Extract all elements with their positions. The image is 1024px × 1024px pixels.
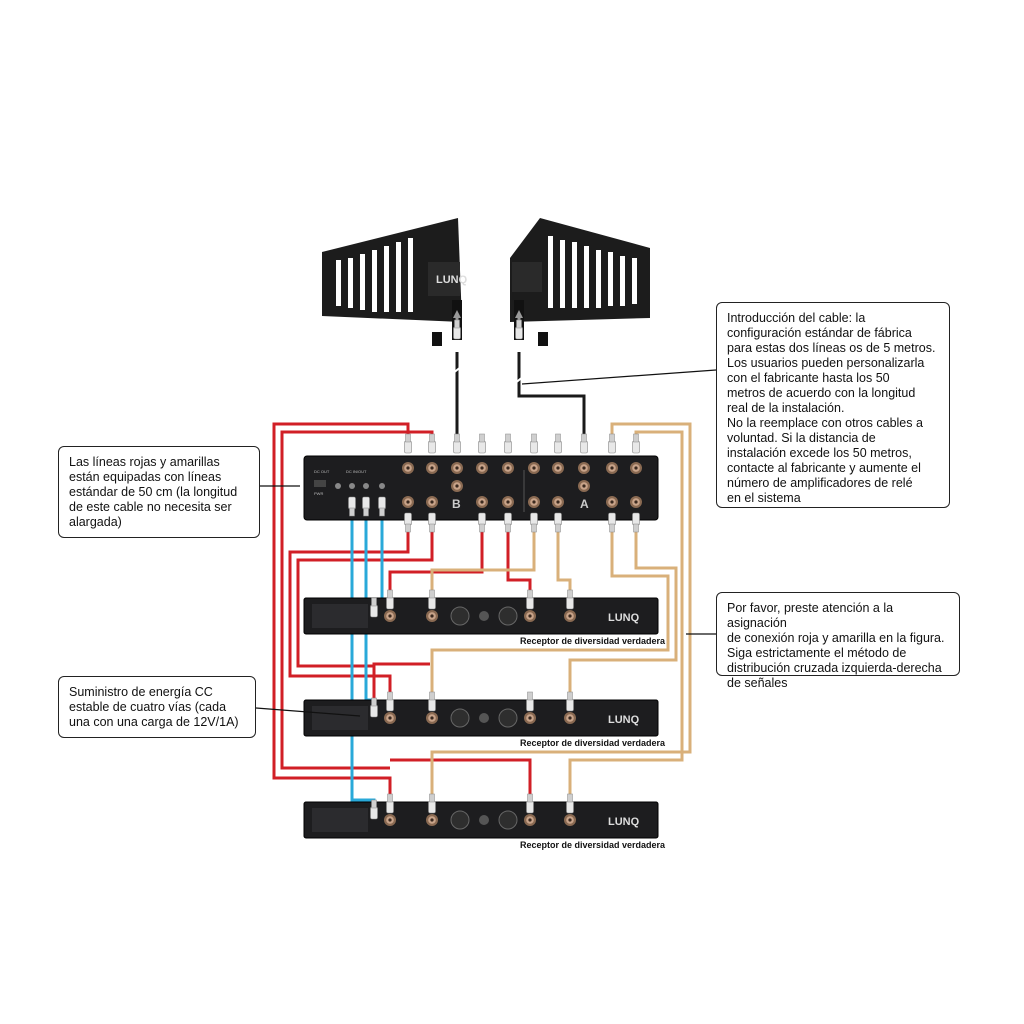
yellow-cables — [430, 422, 692, 800]
receiver-1-logo: LUNQ — [608, 612, 640, 624]
pwr-label: PWR — [314, 491, 323, 496]
right-antenna — [510, 218, 650, 346]
receiver-1: LUNQ Receptor de diversidad verdadera — [303, 597, 666, 646]
receiver-3-caption: Receptor de diversidad verdadera — [520, 840, 666, 850]
assignment-info-callout: Por favor, preste atención a la asignaci… — [716, 592, 960, 690]
blue-dc-cables — [350, 498, 384, 822]
dc-jack-icon — [335, 483, 385, 489]
cable-info-callout: Introducción del cable: la configuración… — [716, 302, 950, 508]
left-antenna-logo: LUNQ — [436, 274, 468, 286]
power-switch[interactable] — [314, 480, 326, 487]
antenna-distributor: DC OUT DC IN/OUT PWR B A — [303, 455, 659, 521]
port-a-label: A — [580, 497, 589, 511]
power-info-callout: Suministro de energía CC estable de cuat… — [58, 676, 256, 738]
receiver-2-caption: Receptor de diversidad verdadera — [520, 738, 666, 748]
dc-out-label: DC OUT — [314, 469, 330, 474]
port-b-label: B — [452, 497, 461, 511]
xlr-connector-icon — [450, 606, 518, 626]
antenna-cables — [455, 352, 586, 440]
callout-leaders — [255, 369, 717, 717]
receiver-2: LUNQ Receptor de diversidad verdadera — [303, 699, 666, 748]
receiver-1-caption: Receptor de diversidad verdadera — [520, 636, 666, 646]
receiver-2-logo: LUNQ — [608, 714, 640, 726]
lines-info-callout: Las líneas rojas y amarillas están equip… — [58, 446, 260, 538]
receiver-3-logo: LUNQ — [608, 816, 640, 828]
receiver-3: LUNQ Receptor de diversidad verdadera — [303, 801, 666, 850]
left-antenna: LUNQ — [322, 218, 468, 346]
dc-inout-label: DC IN/OUT — [346, 469, 367, 474]
